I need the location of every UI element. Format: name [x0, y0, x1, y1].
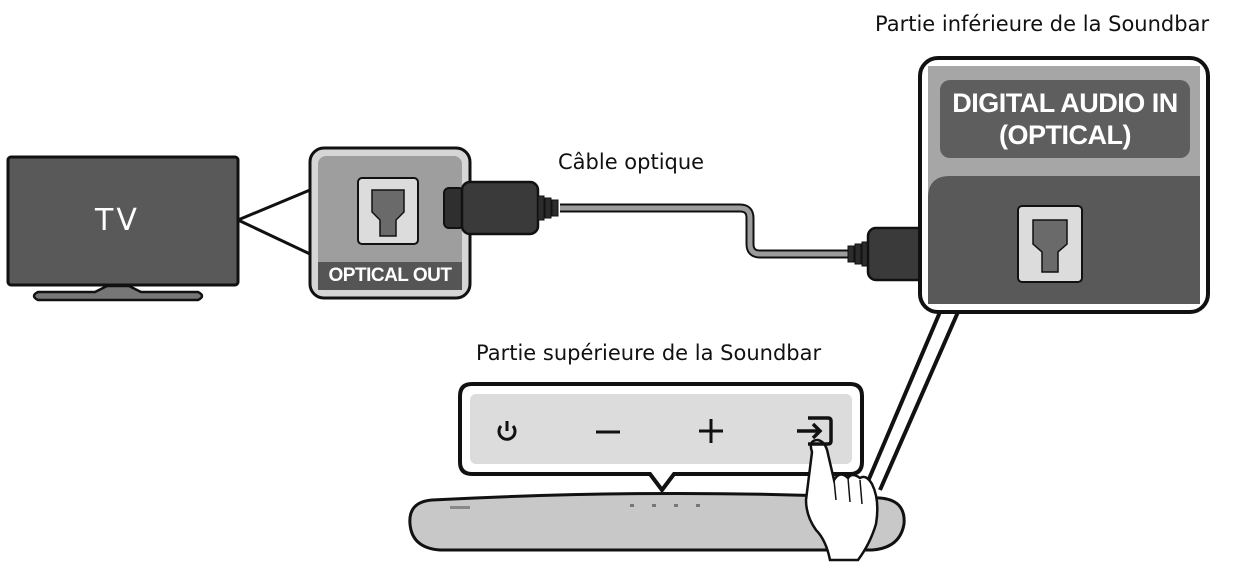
soundbar-dot	[630, 504, 634, 507]
source-button[interactable]	[794, 414, 834, 453]
minus-icon	[596, 430, 620, 434]
soundbar-port-label-box	[940, 80, 1190, 158]
cable-plug-left	[443, 180, 559, 236]
soundbar-port-pointer-b	[878, 311, 960, 491]
hand-finger-lines	[833, 477, 863, 505]
power-button[interactable]	[494, 418, 520, 449]
plug-right-ridge	[854, 243, 862, 265]
soundbar	[408, 491, 906, 552]
optical-out-label: OPTICAL OUT	[328, 265, 452, 286]
optical-label: (OPTICAL)	[999, 120, 1131, 150]
soundbar-dot	[674, 504, 678, 507]
volume-down-button[interactable]	[594, 420, 622, 449]
tv-port-callout	[308, 146, 472, 300]
top-panel-surface	[470, 394, 852, 464]
plug-left-body	[460, 180, 540, 236]
source-icon	[797, 416, 833, 446]
soundbar-dot	[652, 504, 656, 507]
digital-in-hole	[1032, 219, 1068, 273]
bottom-label: Partie inférieure de la Soundbar	[875, 12, 1210, 36]
digital-audio-in-label: DIGITAL AUDIO IN	[952, 88, 1178, 118]
tv-label: TV	[95, 203, 140, 238]
optical-out-hole	[371, 189, 405, 237]
cable-label: Câble optique	[558, 150, 705, 174]
optical-cable	[560, 205, 850, 257]
soundbar-port-callout	[864, 56, 1210, 491]
plug-left-ridge	[551, 199, 559, 217]
plug-left-ridge	[537, 195, 545, 221]
soundbar-port-pointer-a	[864, 311, 942, 487]
tv-callout-pointer	[237, 188, 311, 256]
top-panel-callout	[458, 382, 864, 494]
soundbar-body	[408, 491, 906, 552]
soundbar-logo	[450, 506, 470, 509]
plug-right-ridge	[847, 245, 855, 263]
tv-stand	[32, 284, 204, 302]
plug-left-ridge	[544, 197, 552, 219]
volume-up-button[interactable]	[696, 416, 726, 451]
tv-port-label-bar	[318, 262, 462, 290]
power-icon	[497, 421, 517, 441]
top-label: Partie supérieure de la Soundbar	[476, 341, 822, 365]
soundbar-dot	[696, 504, 700, 507]
optical-cable-outline	[560, 203, 850, 259]
plus-icon	[699, 419, 723, 443]
